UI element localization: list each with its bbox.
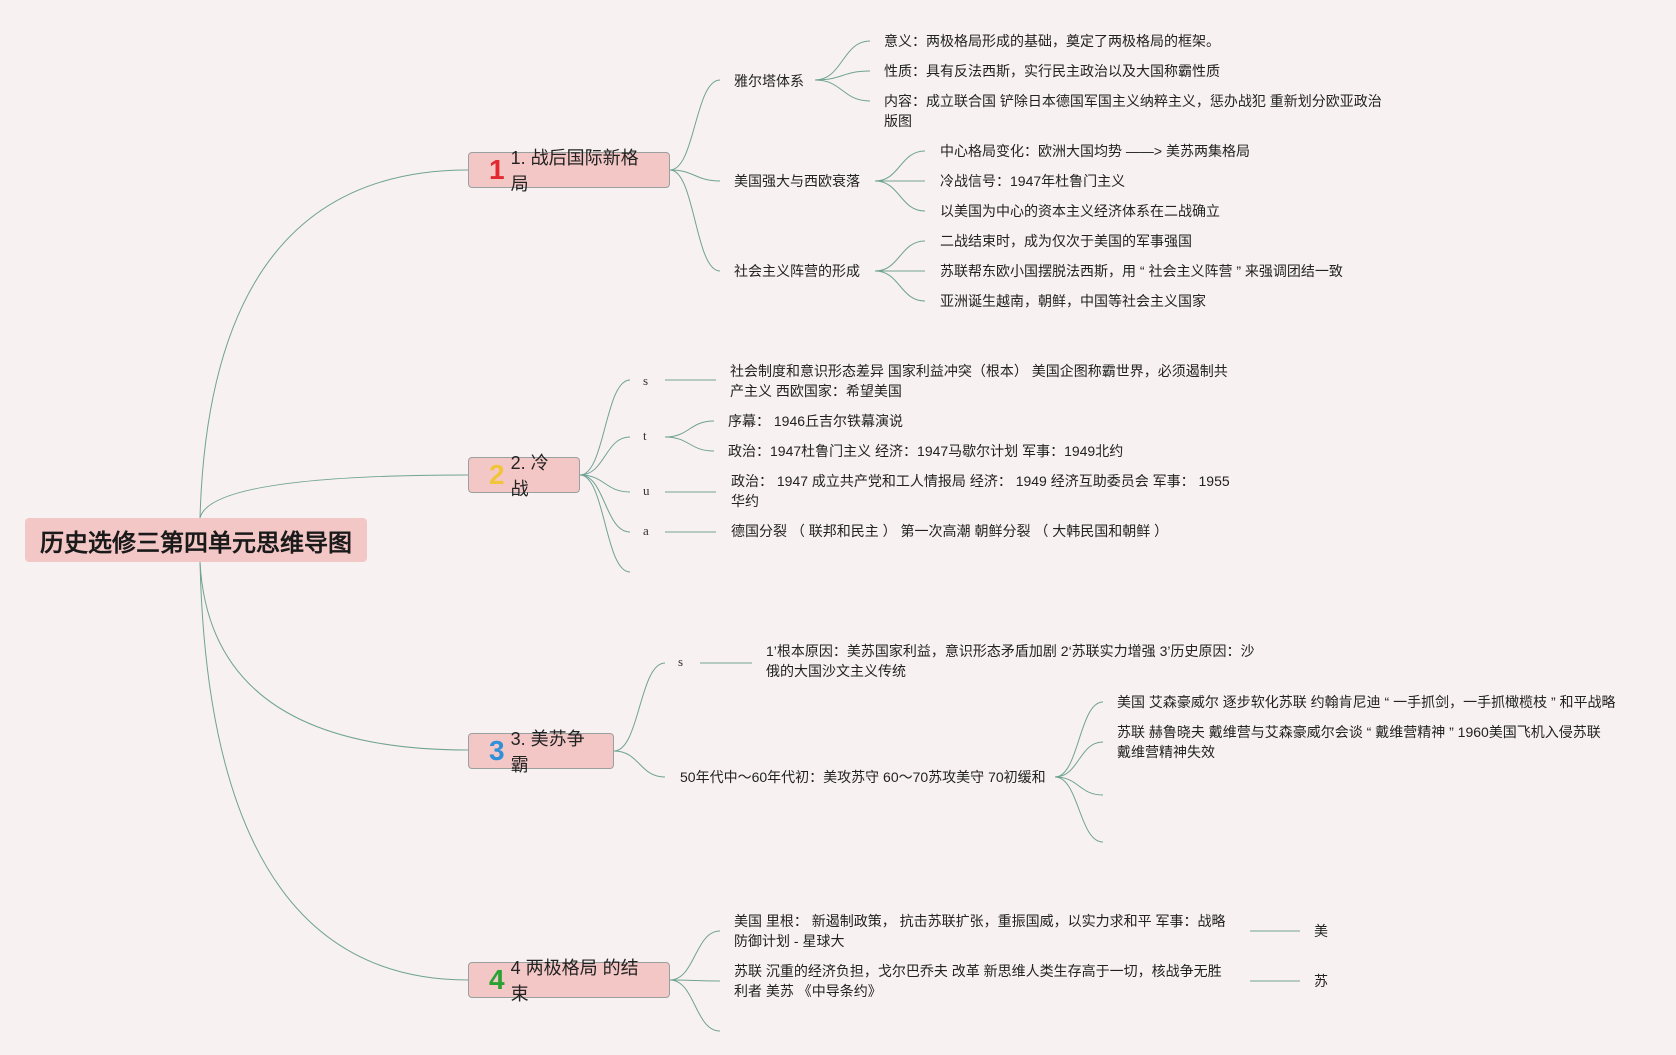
- branch-label-3: 3. 美苏争霸: [510, 729, 585, 775]
- rivalry-us-policy[interactable]: 美国 艾森豪威尔 逐步软化苏联 约翰肯尼迪 “ 一手抓剑，一手抓橄榄枝 ” 和平…: [1117, 694, 1616, 710]
- end-ussr-tag[interactable]: 苏: [1314, 973, 1328, 989]
- socialist-item-2[interactable]: 苏联帮东欧小国摆脱法西斯，用 “ 社会主义阵营 ” 来强调团结一致: [940, 263, 1343, 279]
- branch2-connector: [579, 436, 631, 476]
- branch2-connector: [579, 474, 631, 493]
- branch1-connector: [669, 79, 721, 171]
- root-connector: [199, 474, 469, 519]
- cold-war-label-a: a: [643, 523, 649, 538]
- number-4-icon: 4: [489, 964, 505, 995]
- cold-war-first-climax[interactable]: 德国分裂 （ 联邦和民主 ） 第一次高潮 朝鲜分裂 （ 大韩民国和朝鲜 ）: [731, 523, 1169, 539]
- rivalry-ussr-policy[interactable]: 苏联 赫鲁晓夫 戴维营与艾森豪威尔会谈 “ 戴维营精神 ” 1960美国飞机入侵…: [1117, 724, 1601, 760]
- root-connector: [199, 561, 469, 751]
- socialist-connector: [874, 270, 926, 302]
- branch1-connector: [669, 169, 721, 182]
- stages-connector: [1054, 741, 1104, 778]
- cold-war-ussr-measures[interactable]: 政治： 1947 成立共产党和工人情报局 经济： 1949 经济互助委员会 军事…: [731, 473, 1230, 509]
- number-2-icon: 2: [489, 459, 505, 490]
- cold-war-us-measures[interactable]: 政治：1947杜鲁门主义 经济：1947马歇尔计划 军事：1949北约: [728, 443, 1124, 459]
- stages-connector: [1054, 776, 1104, 843]
- branch4-connector: [669, 979, 721, 1032]
- rivalry-label-s: s: [678, 654, 684, 669]
- root-connector: [199, 561, 469, 981]
- root-connector: [199, 169, 469, 519]
- root-node-title[interactable]: 历史选修三第四单元思维导图: [25, 518, 367, 562]
- socialist-item-3[interactable]: 亚洲诞生越南，朝鲜，中国等社会主义国家: [940, 293, 1206, 309]
- end-us-tag[interactable]: 美: [1314, 923, 1328, 939]
- branch3-connector: [613, 750, 666, 778]
- cold-war-prelude[interactable]: 序幕： 1946丘吉尔铁幕演说: [728, 413, 904, 429]
- branch-label-4: 4 两极格局 的结束: [510, 958, 639, 1004]
- stages-connector: [1054, 701, 1104, 778]
- cold-war-label-t: t: [643, 428, 647, 443]
- subtopic-us-strong[interactable]: 美国强大与西欧衰落: [734, 173, 860, 189]
- end-us-reagan[interactable]: 美国 里根： 新遏制政策， 抗击苏联扩张，重振国威，以实力求和平 军事：战略防御…: [734, 913, 1226, 949]
- subtopic-socialist-camp[interactable]: 社会主义阵营的形成: [734, 263, 860, 279]
- rivalry-stages[interactable]: 50年代中～60年代初：美攻苏守 60～70苏攻美守 70初缓和: [680, 769, 1046, 785]
- yalta-meaning[interactable]: 意义：两极格局形成的基础，奠定了两极格局的框架。: [884, 33, 1220, 49]
- branch-node-1[interactable]: 1 1. 战后国际新格局: [468, 148, 670, 194]
- t-connector: [664, 436, 715, 452]
- branch-label-2: 2. 冷战: [510, 453, 549, 499]
- branch2-connector: [579, 474, 631, 533]
- branch-node-4[interactable]: 4 4 两极格局 的结束: [468, 958, 670, 1004]
- socialist-connector: [874, 240, 926, 272]
- us-strong-item-3[interactable]: 以美国为中心的资本主义经济体系在二战确立: [940, 203, 1220, 219]
- branch-label-1: 1. 战后国际新格局: [510, 148, 639, 194]
- socialist-item-1[interactable]: 二战结束时，成为仅次于美国的军事强国: [940, 233, 1192, 249]
- us-strong-item-1[interactable]: 中心格局变化：欧洲大国均势 ——> 美苏两集格局: [940, 143, 1250, 159]
- branch4-connector: [669, 930, 721, 981]
- branch3-connector: [613, 662, 666, 752]
- branch-node-2[interactable]: 2 2. 冷战: [468, 453, 580, 499]
- yalta-content[interactable]: 内容：成立联合国 铲除日本德国军国主义纳粹主义，惩办战犯 重新划分欧亚政治版图: [884, 93, 1382, 129]
- stages-connector: [1054, 776, 1104, 796]
- number-3-icon: 3: [489, 735, 505, 766]
- branch-node-3[interactable]: 3 3. 美苏争霸: [468, 729, 614, 775]
- rivalry-causes[interactable]: 1’根本原因：美苏国家利益，意识形态矛盾加剧 2‘苏联实力增强 3’历史原因：沙…: [766, 643, 1255, 679]
- branch2-connector: [579, 379, 631, 476]
- yalta-connector: [814, 79, 871, 102]
- branch1-connector: [669, 169, 721, 272]
- number-1-icon: 1: [489, 154, 505, 185]
- yalta-nature[interactable]: 性质：具有反法西斯，实行民主政治以及大国称霸性质: [884, 63, 1220, 79]
- usstrong-connector: [874, 150, 926, 182]
- cold-war-label-s: s: [643, 373, 649, 388]
- branch2-connector: [579, 474, 631, 573]
- cold-war-causes[interactable]: 社会制度和意识形态差异 国家利益冲突（根本） 美国企图称霸世界，必须遏制共产主义…: [730, 363, 1228, 399]
- subtopic-yalta[interactable]: 雅尔塔体系: [734, 73, 804, 89]
- yalta-connector: [814, 40, 871, 81]
- end-ussr-gorbachev[interactable]: 苏联 沉重的经济负担，戈尔巴乔夫 改革 新思维人类生存高于一切，核战争无胜利者 …: [734, 963, 1222, 999]
- cold-war-label-u: u: [643, 483, 650, 498]
- usstrong-connector: [874, 180, 926, 212]
- yalta-connector: [814, 70, 871, 81]
- branch4-connector: [669, 979, 721, 982]
- t-connector: [664, 420, 715, 438]
- us-strong-item-2[interactable]: 冷战信号：1947年杜鲁门主义: [940, 173, 1126, 189]
